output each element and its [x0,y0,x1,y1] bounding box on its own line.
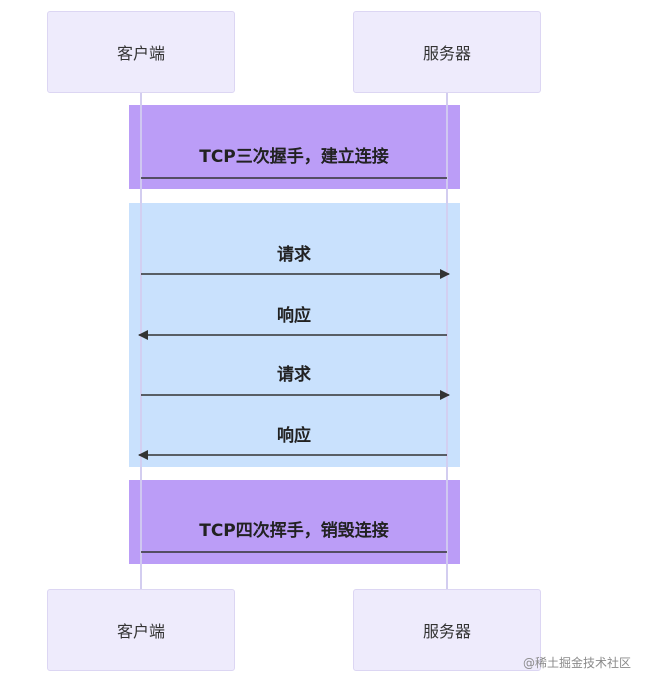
participant-client-top: 客户端 [47,11,235,93]
watermark: @稀土掘金技术社区 [522,656,631,670]
request-2-label: 请求 [277,365,311,385]
client-lifeline-overlay [140,93,142,589]
response-1-label: 响应 [277,306,311,326]
connect-message-label: TCP三次握手，建立连接 [199,147,389,167]
request-1-label: 请求 [277,245,311,265]
close-block [129,480,460,564]
response-2-label: 响应 [277,426,311,446]
connect-block [129,105,460,189]
server-lifeline-overlay [446,93,448,589]
participant-server-top: 服务器 [353,11,541,93]
participant-server-bottom: 服务器 [353,589,541,671]
close-message-label: TCP四次挥手，销毁连接 [199,521,389,541]
participant-client-bottom: 客户端 [47,589,235,671]
